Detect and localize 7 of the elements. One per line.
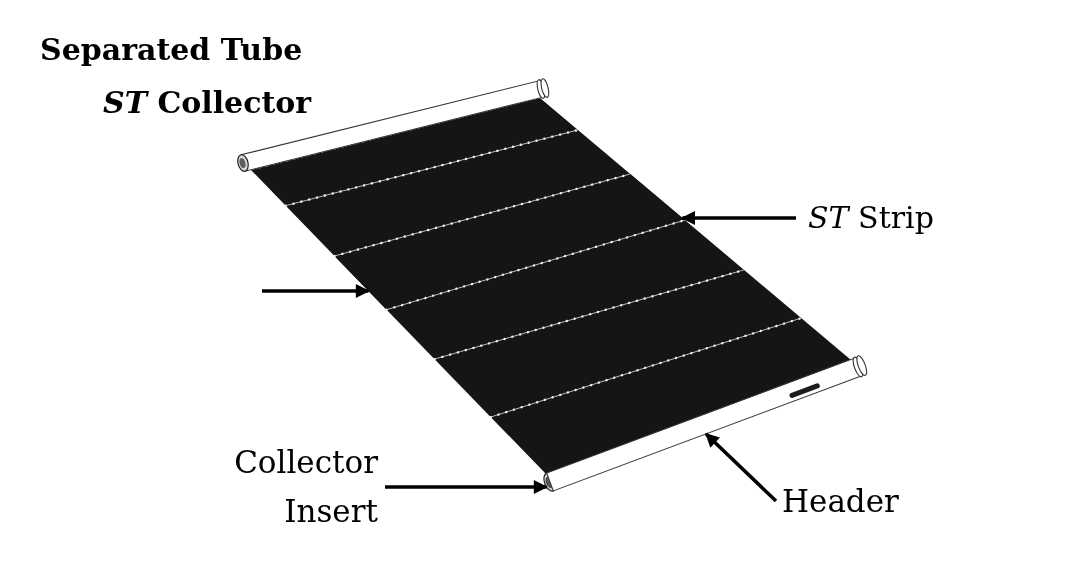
arrow (681, 211, 796, 225)
arrow (385, 480, 548, 494)
title: Separated Tube ST Collector (40, 31, 313, 122)
part-label: ST Strip (808, 199, 958, 237)
part-label: Header (782, 482, 942, 520)
arrow (704, 432, 778, 503)
part-label: Collector Insert (180, 438, 378, 536)
